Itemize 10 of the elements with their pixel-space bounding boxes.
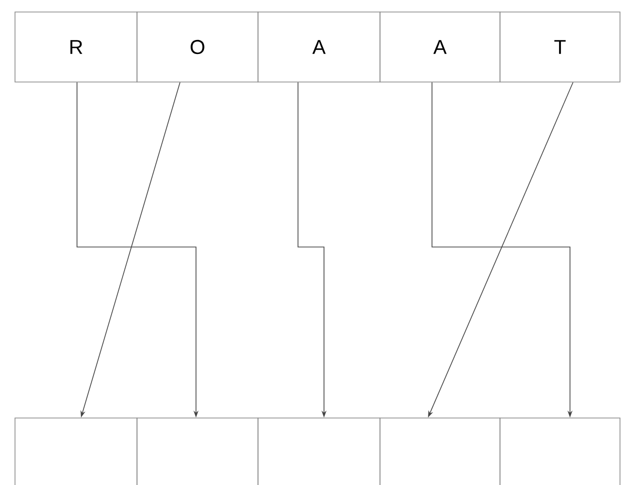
letter-cell: A <box>258 12 380 82</box>
empty-cell <box>136 418 258 485</box>
empty-cell <box>258 418 380 485</box>
empty-cell <box>14 418 138 485</box>
letter-cell: T <box>500 12 620 82</box>
letter-cell: A <box>380 12 500 82</box>
empty-cell <box>500 418 620 485</box>
empty-cell <box>380 418 500 485</box>
letter-cell: R <box>14 12 138 82</box>
letter-cell: O <box>136 12 258 82</box>
